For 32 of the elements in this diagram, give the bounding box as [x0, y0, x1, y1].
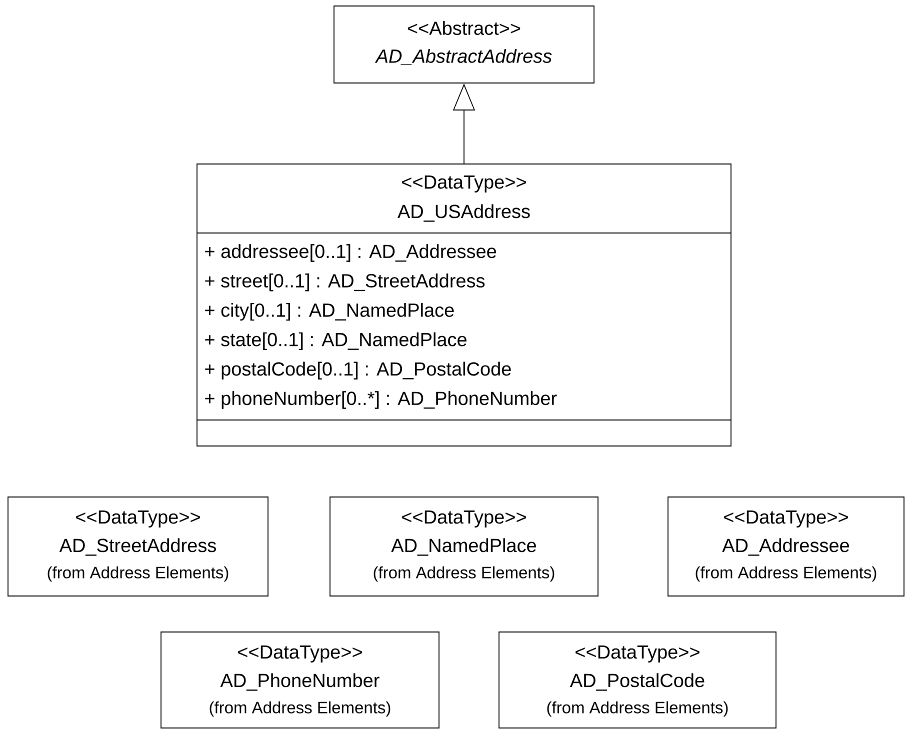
class-name: AD_NamedPlace [391, 538, 536, 556]
package-note: (from Address Elements) [696, 566, 876, 582]
class-box [668, 496, 904, 596]
package-note: (from Address Elements) [547, 701, 728, 717]
class-box [334, 6, 594, 84]
stereotype-label: <<DataType>> [402, 510, 526, 528]
stereotype-label: <<DataType>> [238, 646, 362, 662]
stereotype-label: <<DataType>> [402, 176, 526, 192]
class-box [196, 164, 732, 446]
package-note: (from Address Elements) [374, 566, 554, 582]
attribute: + addressee[0..1] : AD_Addressee [205, 244, 496, 262]
attribute: + state[0..1] : AD_NamedPlace [205, 332, 466, 350]
package-note: (from Address Elements) [48, 566, 228, 582]
class-box [160, 632, 440, 728]
class-box [8, 496, 268, 596]
stereotype-label: <<Abstract>> [408, 21, 520, 35]
stereotype-label: <<DataType>> [724, 510, 848, 528]
class-name: AD_USAddress [398, 204, 530, 222]
attribute: + phoneNumber[0..*] : AD_PhoneNumber [205, 391, 557, 409]
attribute: + postalCode[0..1] : AD_PostalCode [205, 362, 511, 380]
class-name: AD_AbstractAddress [374, 48, 552, 66]
class-name: AD_StreetAddress [59, 538, 216, 556]
class-box [330, 496, 598, 596]
package-note: (from Address Elements) [210, 701, 390, 717]
class-name: AD_Addressee [722, 538, 850, 556]
class-name: AD_PhoneNumber [220, 673, 380, 691]
class-name: AD_PostalCode [570, 673, 704, 691]
stereotype-label: <<DataType>> [76, 510, 200, 528]
class-box [498, 632, 776, 728]
attribute: + street[0..1] : AD_StreetAddress [205, 274, 485, 292]
attribute: + city[0..1] : AD_NamedPlace [205, 302, 454, 321]
stereotype-label: <<DataType>> [576, 646, 700, 662]
